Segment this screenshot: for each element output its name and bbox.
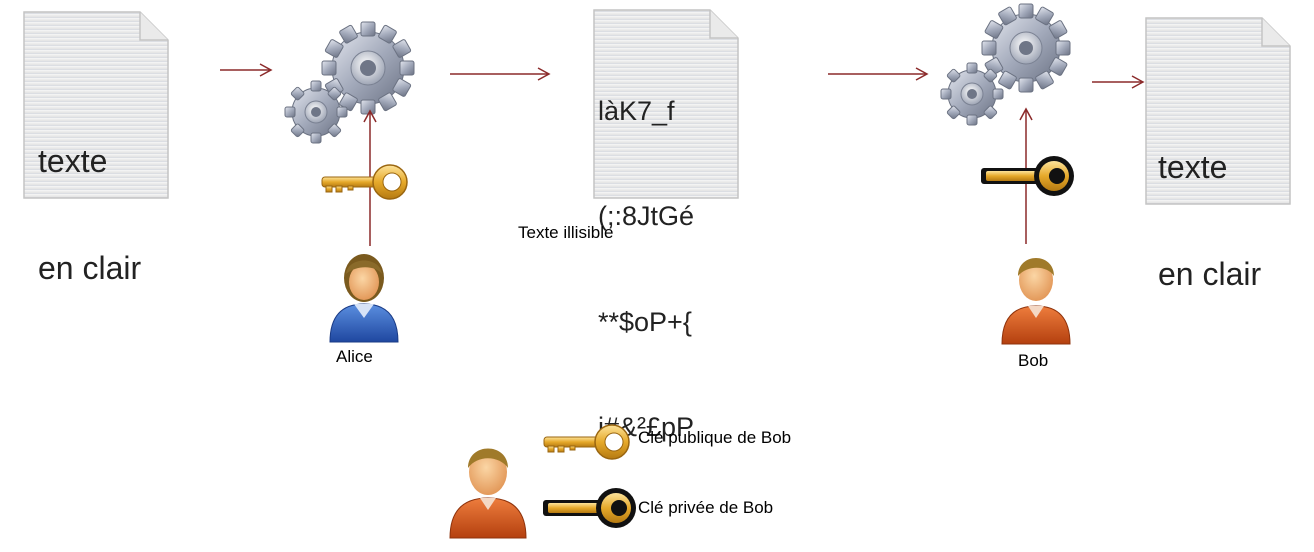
gears-icon	[938, 2, 1078, 139]
document-text-line: texte	[38, 142, 108, 179]
document-icon	[1145, 17, 1291, 205]
document-text-line: **$oP+{	[598, 306, 692, 337]
alice-label: Alice	[336, 347, 373, 366]
alice-avatar-icon	[329, 254, 399, 343]
document-text-line: làK7_f	[598, 96, 675, 127]
gears-icon	[282, 16, 422, 156]
arrow-right	[828, 67, 929, 81]
ciphertext-caption: Texte illisible	[518, 223, 614, 242]
document-icon	[593, 9, 739, 199]
document-icon	[23, 11, 169, 199]
arrow-right	[450, 67, 551, 81]
private-key-icon	[543, 488, 636, 528]
arrow-right	[1092, 75, 1145, 89]
legend: Clé publique de Bob Clé privée de Bob	[440, 420, 860, 540]
document-text-line: (;:8JtGé	[598, 201, 695, 232]
document-text-line: texte	[1158, 148, 1228, 185]
arrow-right	[220, 63, 273, 77]
bob-avatar-icon	[449, 448, 527, 539]
document-text-line: en clair	[38, 250, 142, 287]
document-text-line: en clair	[1158, 256, 1262, 293]
legend-public-key-label: Clé publique de Bob	[638, 428, 792, 447]
legend-private-key-label: Clé privée de Bob	[638, 498, 774, 517]
private-key-icon	[981, 156, 1074, 196]
public-key-icon	[321, 164, 408, 200]
public-key-icon	[543, 424, 630, 460]
bob-label: Bob	[1018, 351, 1049, 370]
plaintext-document-left: texte en clair	[22, 10, 170, 286]
bob-avatar-icon	[1001, 258, 1071, 345]
ciphertext-document: làK7_f (;:8JtGé **$oP+{ j#&²£pP	[592, 8, 740, 442]
plaintext-document-right: texte en clair	[1144, 16, 1292, 292]
